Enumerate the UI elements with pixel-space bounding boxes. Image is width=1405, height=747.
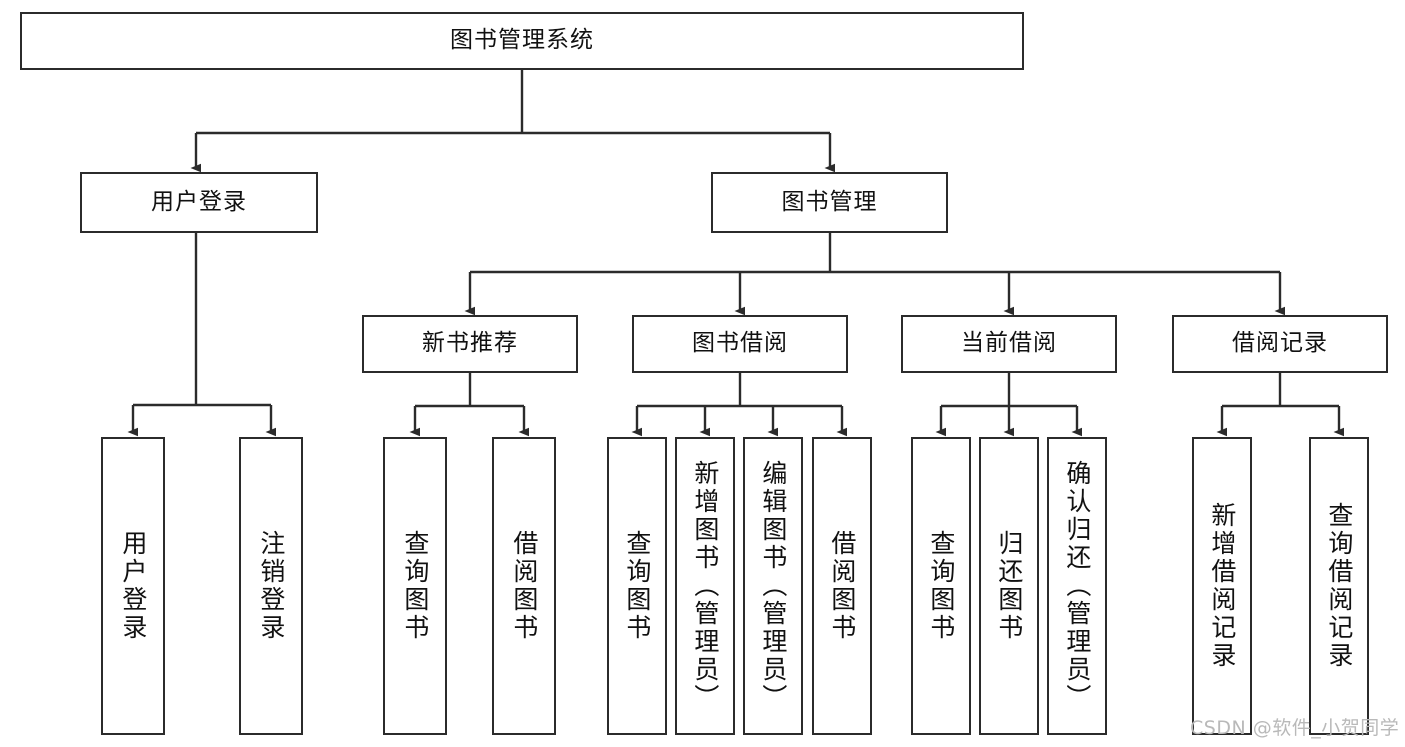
node-leaf-user-login-label: 用户登录 bbox=[118, 530, 148, 642]
node-leaf-add-book-admin[interactable]: 新增图书（管理员） bbox=[675, 437, 735, 735]
node-leaf-user-login[interactable]: 用户登录 bbox=[101, 437, 165, 735]
node-user-login-label: 用户登录 bbox=[151, 188, 247, 215]
node-borrow-records-label: 借阅记录 bbox=[1232, 330, 1328, 357]
node-leaf-borrow-book-label: 借阅图书 bbox=[827, 530, 857, 642]
node-leaf-return-book[interactable]: 归还图书 bbox=[979, 437, 1039, 735]
node-leaf-add-book-admin-label: 新增图书（管理员） bbox=[690, 460, 720, 712]
node-leaf-borrow-book-recommend[interactable]: 借阅图书 bbox=[492, 437, 556, 735]
node-leaf-query-book-borrow[interactable]: 查询图书 bbox=[607, 437, 667, 735]
node-leaf-logout-label: 注销登录 bbox=[256, 530, 286, 642]
node-leaf-add-borrow-record-label: 新增借阅记录 bbox=[1207, 502, 1237, 670]
node-leaf-query-borrow-record[interactable]: 查询借阅记录 bbox=[1309, 437, 1369, 735]
node-leaf-confirm-return-admin[interactable]: 确认归还（管理员） bbox=[1047, 437, 1107, 735]
node-borrow-records[interactable]: 借阅记录 bbox=[1172, 315, 1388, 373]
node-book-management[interactable]: 图书管理 bbox=[711, 172, 948, 233]
node-leaf-query-book-borrow-label: 查询图书 bbox=[622, 530, 652, 642]
node-current-borrow[interactable]: 当前借阅 bbox=[901, 315, 1117, 373]
node-leaf-return-book-label: 归还图书 bbox=[994, 530, 1024, 642]
node-leaf-query-book-recommend[interactable]: 查询图书 bbox=[383, 437, 447, 735]
csdn-watermark: CSDN @软件_小贺同学 bbox=[1190, 717, 1400, 739]
node-leaf-query-book-recommend-label: 查询图书 bbox=[400, 530, 430, 642]
node-leaf-edit-book-admin-label: 编辑图书（管理员） bbox=[758, 460, 788, 712]
node-leaf-query-book-current-label: 查询图书 bbox=[926, 530, 956, 642]
node-leaf-add-borrow-record[interactable]: 新增借阅记录 bbox=[1192, 437, 1252, 735]
node-root-label: 图书管理系统 bbox=[450, 27, 594, 54]
node-new-book-recommend-label: 新书推荐 bbox=[422, 330, 518, 357]
node-book-management-label: 图书管理 bbox=[781, 188, 878, 215]
node-leaf-logout[interactable]: 注销登录 bbox=[239, 437, 303, 735]
node-root[interactable]: 图书管理系统 bbox=[20, 12, 1024, 70]
node-leaf-query-borrow-record-label: 查询借阅记录 bbox=[1324, 502, 1354, 670]
node-user-login[interactable]: 用户登录 bbox=[80, 172, 318, 233]
node-new-book-recommend[interactable]: 新书推荐 bbox=[362, 315, 578, 373]
node-leaf-confirm-return-admin-label: 确认归还（管理员） bbox=[1062, 460, 1092, 712]
node-leaf-query-book-current[interactable]: 查询图书 bbox=[911, 437, 971, 735]
node-current-borrow-label: 当前借阅 bbox=[961, 330, 1057, 357]
node-leaf-borrow-book-recommend-label: 借阅图书 bbox=[509, 530, 539, 642]
node-leaf-edit-book-admin[interactable]: 编辑图书（管理员） bbox=[743, 437, 803, 735]
node-book-borrow[interactable]: 图书借阅 bbox=[632, 315, 848, 373]
node-leaf-borrow-book[interactable]: 借阅图书 bbox=[812, 437, 872, 735]
node-book-borrow-label: 图书借阅 bbox=[692, 330, 788, 357]
